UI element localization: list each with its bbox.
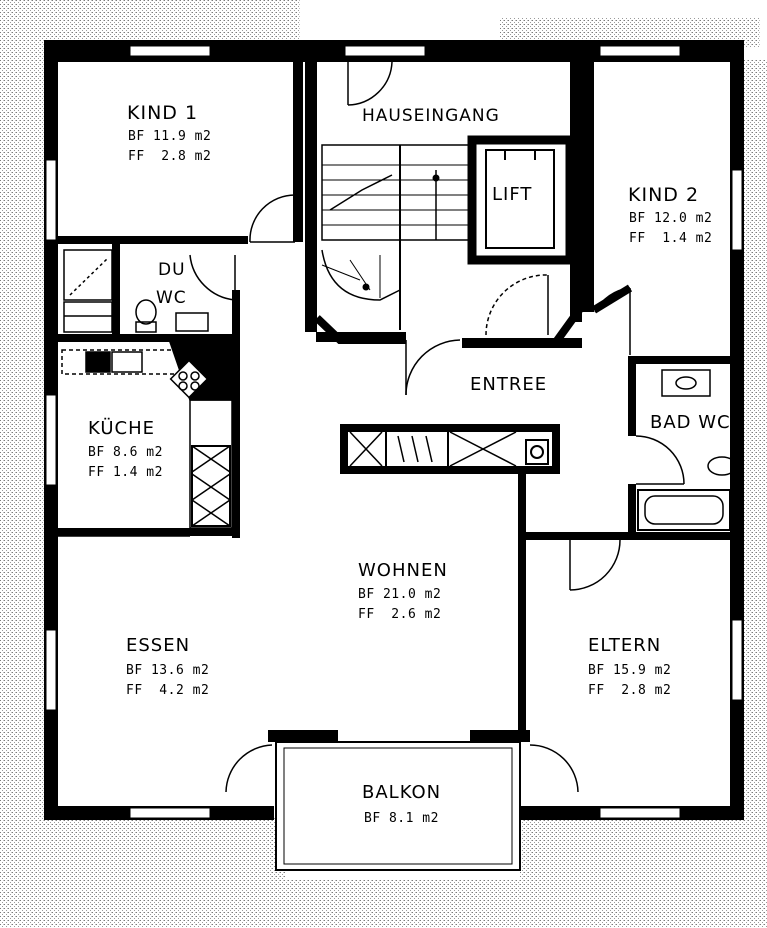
room-name-essen: ESSEN (126, 635, 191, 656)
lift-shaft (467, 135, 575, 265)
room-bf-kind1: BF 11.9 m2 (128, 129, 212, 144)
room-bf-kueche: BF 8.6 m2 (88, 445, 163, 460)
room-ff-kind2: FF 1.4 m2 (629, 231, 713, 246)
room-ff-kind1: FF 2.8 m2 (128, 149, 212, 164)
stair-core (314, 144, 633, 346)
wardrobe (340, 424, 560, 474)
room-bf-kind2: BF 12.0 m2 (629, 211, 713, 226)
room-name-hauseingang: HAUSEINGANG (362, 106, 500, 126)
room-bf-essen: BF 13.6 m2 (126, 663, 210, 678)
room-bf-balkon: BF 8.1 m2 (364, 811, 439, 826)
room-name-wohnen: WOHNEN (358, 560, 448, 581)
room-ff-wohnen: FF 2.6 m2 (358, 607, 442, 622)
room-bf-wohnen: BF 21.0 m2 (358, 587, 442, 602)
room-name-wc: WC (156, 288, 187, 308)
room-name-entree: ENTREE (470, 374, 548, 395)
room-ff-essen: FF 4.2 m2 (126, 683, 210, 698)
room-name-balkon: BALKON (362, 782, 442, 803)
room-name-kind1: KIND 1 (127, 102, 199, 124)
room-bf-eltern: BF 15.9 m2 (588, 663, 672, 678)
balcony (275, 741, 521, 871)
room-name-kueche: KÜCHE (88, 418, 155, 439)
room-name-badwc: BAD WC (650, 412, 731, 433)
bath-fixtures (63, 249, 737, 531)
room-name-lift: LIFT (492, 184, 533, 205)
kitchen-fixtures (61, 341, 233, 529)
windows (45, 45, 743, 819)
room-ff-kueche: FF 1.4 m2 (88, 465, 163, 480)
room-name-du: DU (158, 260, 186, 280)
doors (58, 61, 685, 793)
room-name-eltern: ELTERN (588, 635, 662, 656)
room-name-kind2: KIND 2 (628, 184, 700, 206)
room-ff-eltern: FF 2.8 m2 (588, 683, 672, 698)
